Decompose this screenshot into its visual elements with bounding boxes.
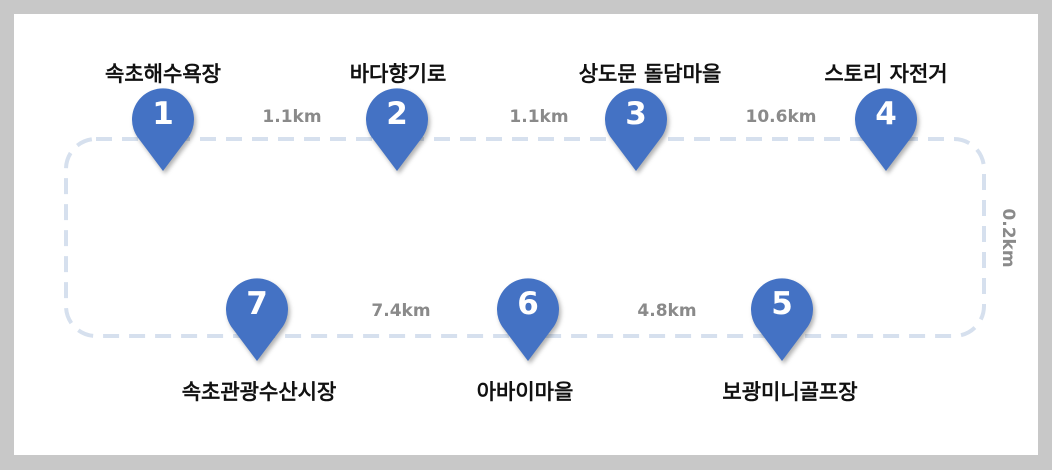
distance-4-5: 0.2km [998,208,1018,268]
stop-pin-3: 3 [604,83,668,173]
stop-number-2: 2 [386,96,408,132]
stop-number-1: 1 [152,96,174,132]
stop-pin-6: 6 [496,273,560,363]
stop-pin-7: 7 [225,273,289,363]
route-diagram: 속초해수욕장 바다향기로 상도문 돌담마을 스토리 자전거 보광미니골프장 아바… [14,14,1038,455]
stop-number-4: 4 [875,96,897,132]
stop-name-7: 속초관광수산시장 [181,380,337,404]
distance-2-3: 1.1km [509,107,569,127]
map-pin-icon [132,88,194,171]
distance-3-4: 10.6km [745,107,817,127]
map-pin-icon [497,278,559,361]
map-pin-icon [226,278,288,361]
stop-name-4: 스토리 자전거 [824,62,948,86]
stop-number-7: 7 [246,286,268,322]
stop-pin-2: 2 [365,83,429,173]
map-pin-icon [855,88,917,171]
distance-1-2: 1.1km [262,107,322,127]
stop-number-5: 5 [771,286,793,322]
stop-name-2: 바다향기로 [349,62,447,86]
stop-pin-1: 1 [131,83,195,173]
distance-6-7: 7.4km [371,301,431,321]
stop-pin-5: 5 [750,273,814,363]
stop-name-6: 아바이마을 [476,380,574,404]
stop-name-5: 보광미니골프장 [722,380,858,404]
map-pin-icon [751,278,813,361]
stop-name-3: 상도문 돌담마을 [578,62,722,86]
stop-name-1: 속초해수욕장 [105,62,221,86]
stop-pin-4: 4 [854,83,918,173]
stop-number-6: 6 [517,286,539,322]
map-pin-icon [366,88,428,171]
stop-number-3: 3 [625,96,647,132]
distance-5-6: 4.8km [637,301,697,321]
map-pin-icon [605,88,667,171]
